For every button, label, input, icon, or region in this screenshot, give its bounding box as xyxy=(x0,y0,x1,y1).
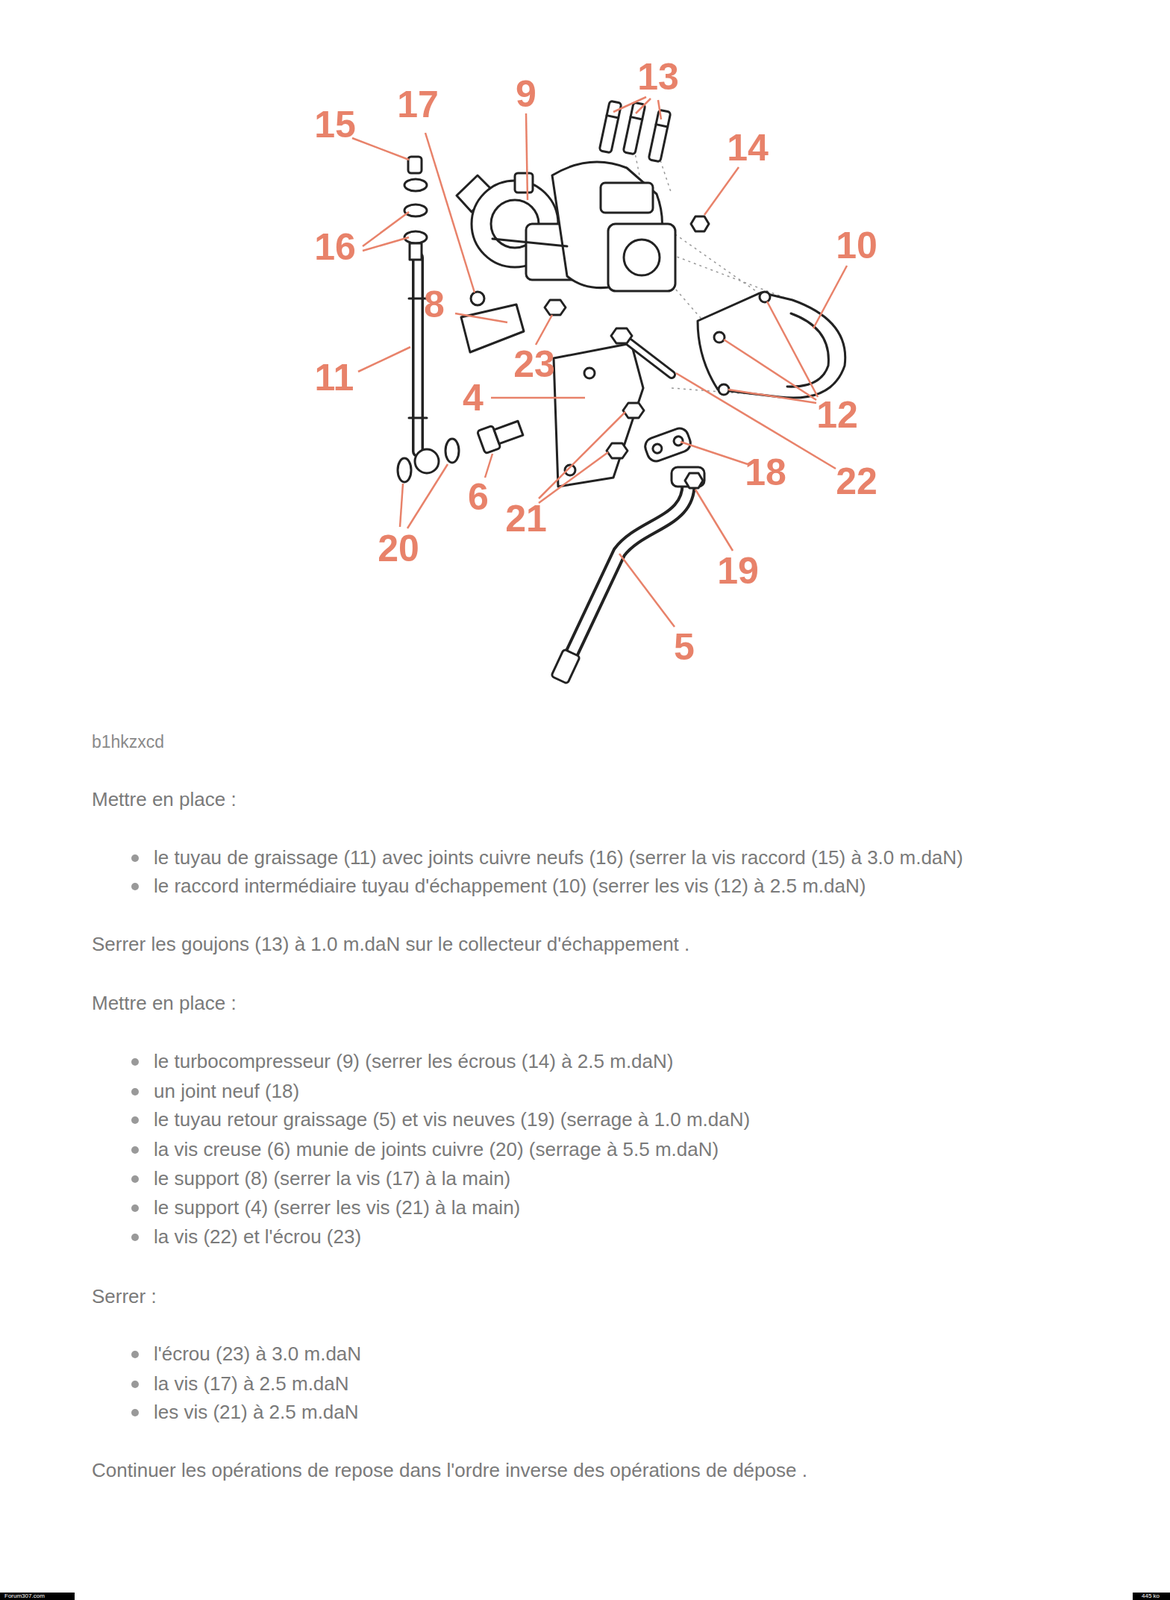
callout-number: 23 xyxy=(513,341,556,387)
callout-number: 17 xyxy=(396,82,439,127)
callout-number: 12 xyxy=(816,392,859,438)
callout-number: 22 xyxy=(835,458,878,504)
callout-number: 15 xyxy=(314,102,356,147)
callout-number: 9 xyxy=(515,71,537,117)
callout-number: 13 xyxy=(637,54,680,100)
callout-number: 16 xyxy=(314,224,356,270)
instruction-text: la vis (22) et l'écrou (23) xyxy=(153,1225,362,1249)
callout-number: 18 xyxy=(744,449,787,495)
instruction-text: le tuyau retour graissage (5) et vis neu… xyxy=(153,1108,750,1132)
callout-number: 10 xyxy=(835,223,878,268)
instruction-text: Mettre en place : xyxy=(91,787,237,812)
leader-lines xyxy=(352,97,847,627)
instruction-text: le support (8) (serrer la vis (17) à la … xyxy=(153,1167,511,1191)
callout-number: 4 xyxy=(462,375,484,421)
instruction-text: Mettre en place : xyxy=(91,991,237,1015)
callout-number: 20 xyxy=(377,526,420,571)
parts xyxy=(397,100,846,684)
reference-code: b1hkzxcd xyxy=(91,731,165,753)
callout-number: 19 xyxy=(717,548,759,594)
instruction-text: le tuyau de graissage (11) avec joints c… xyxy=(153,846,964,870)
instruction-text: le raccord intermédiaire tuyau d'échappe… xyxy=(153,874,866,898)
callout-number: 14 xyxy=(726,125,769,171)
instruction-text: Continuer les opérations de repose dans … xyxy=(91,1458,808,1482)
footer-bars xyxy=(0,1592,1170,1600)
callout-number: 5 xyxy=(673,624,695,670)
callout-number: 8 xyxy=(423,282,445,327)
watermark: 445 ko xyxy=(1141,1593,1160,1600)
callout-number: 11 xyxy=(314,355,355,400)
instruction-text: Serrer les goujons (13) à 1.0 m.daN sur … xyxy=(91,932,690,956)
instruction-text: la vis creuse (6) munie de joints cuivre… xyxy=(153,1137,719,1162)
instruction-text: les vis (21) à 2.5 m.daN xyxy=(153,1400,359,1424)
instruction-text: un joint neuf (18) xyxy=(153,1079,300,1103)
instruction-text: le support (4) (serrer les vis (21) à la… xyxy=(153,1196,521,1220)
callout-number: 21 xyxy=(505,496,547,541)
instruction-text: la vis (17) à 2.5 m.daN xyxy=(153,1372,350,1396)
watermark: Forum307.com xyxy=(4,1593,45,1600)
instruction-text: Serrer : xyxy=(91,1284,157,1309)
instruction-text: l'écrou (23) à 3.0 m.daN xyxy=(153,1342,362,1366)
instruction-text: le turbocompresseur (9) (serrer les écro… xyxy=(153,1049,674,1073)
callout-number: 6 xyxy=(467,474,489,520)
